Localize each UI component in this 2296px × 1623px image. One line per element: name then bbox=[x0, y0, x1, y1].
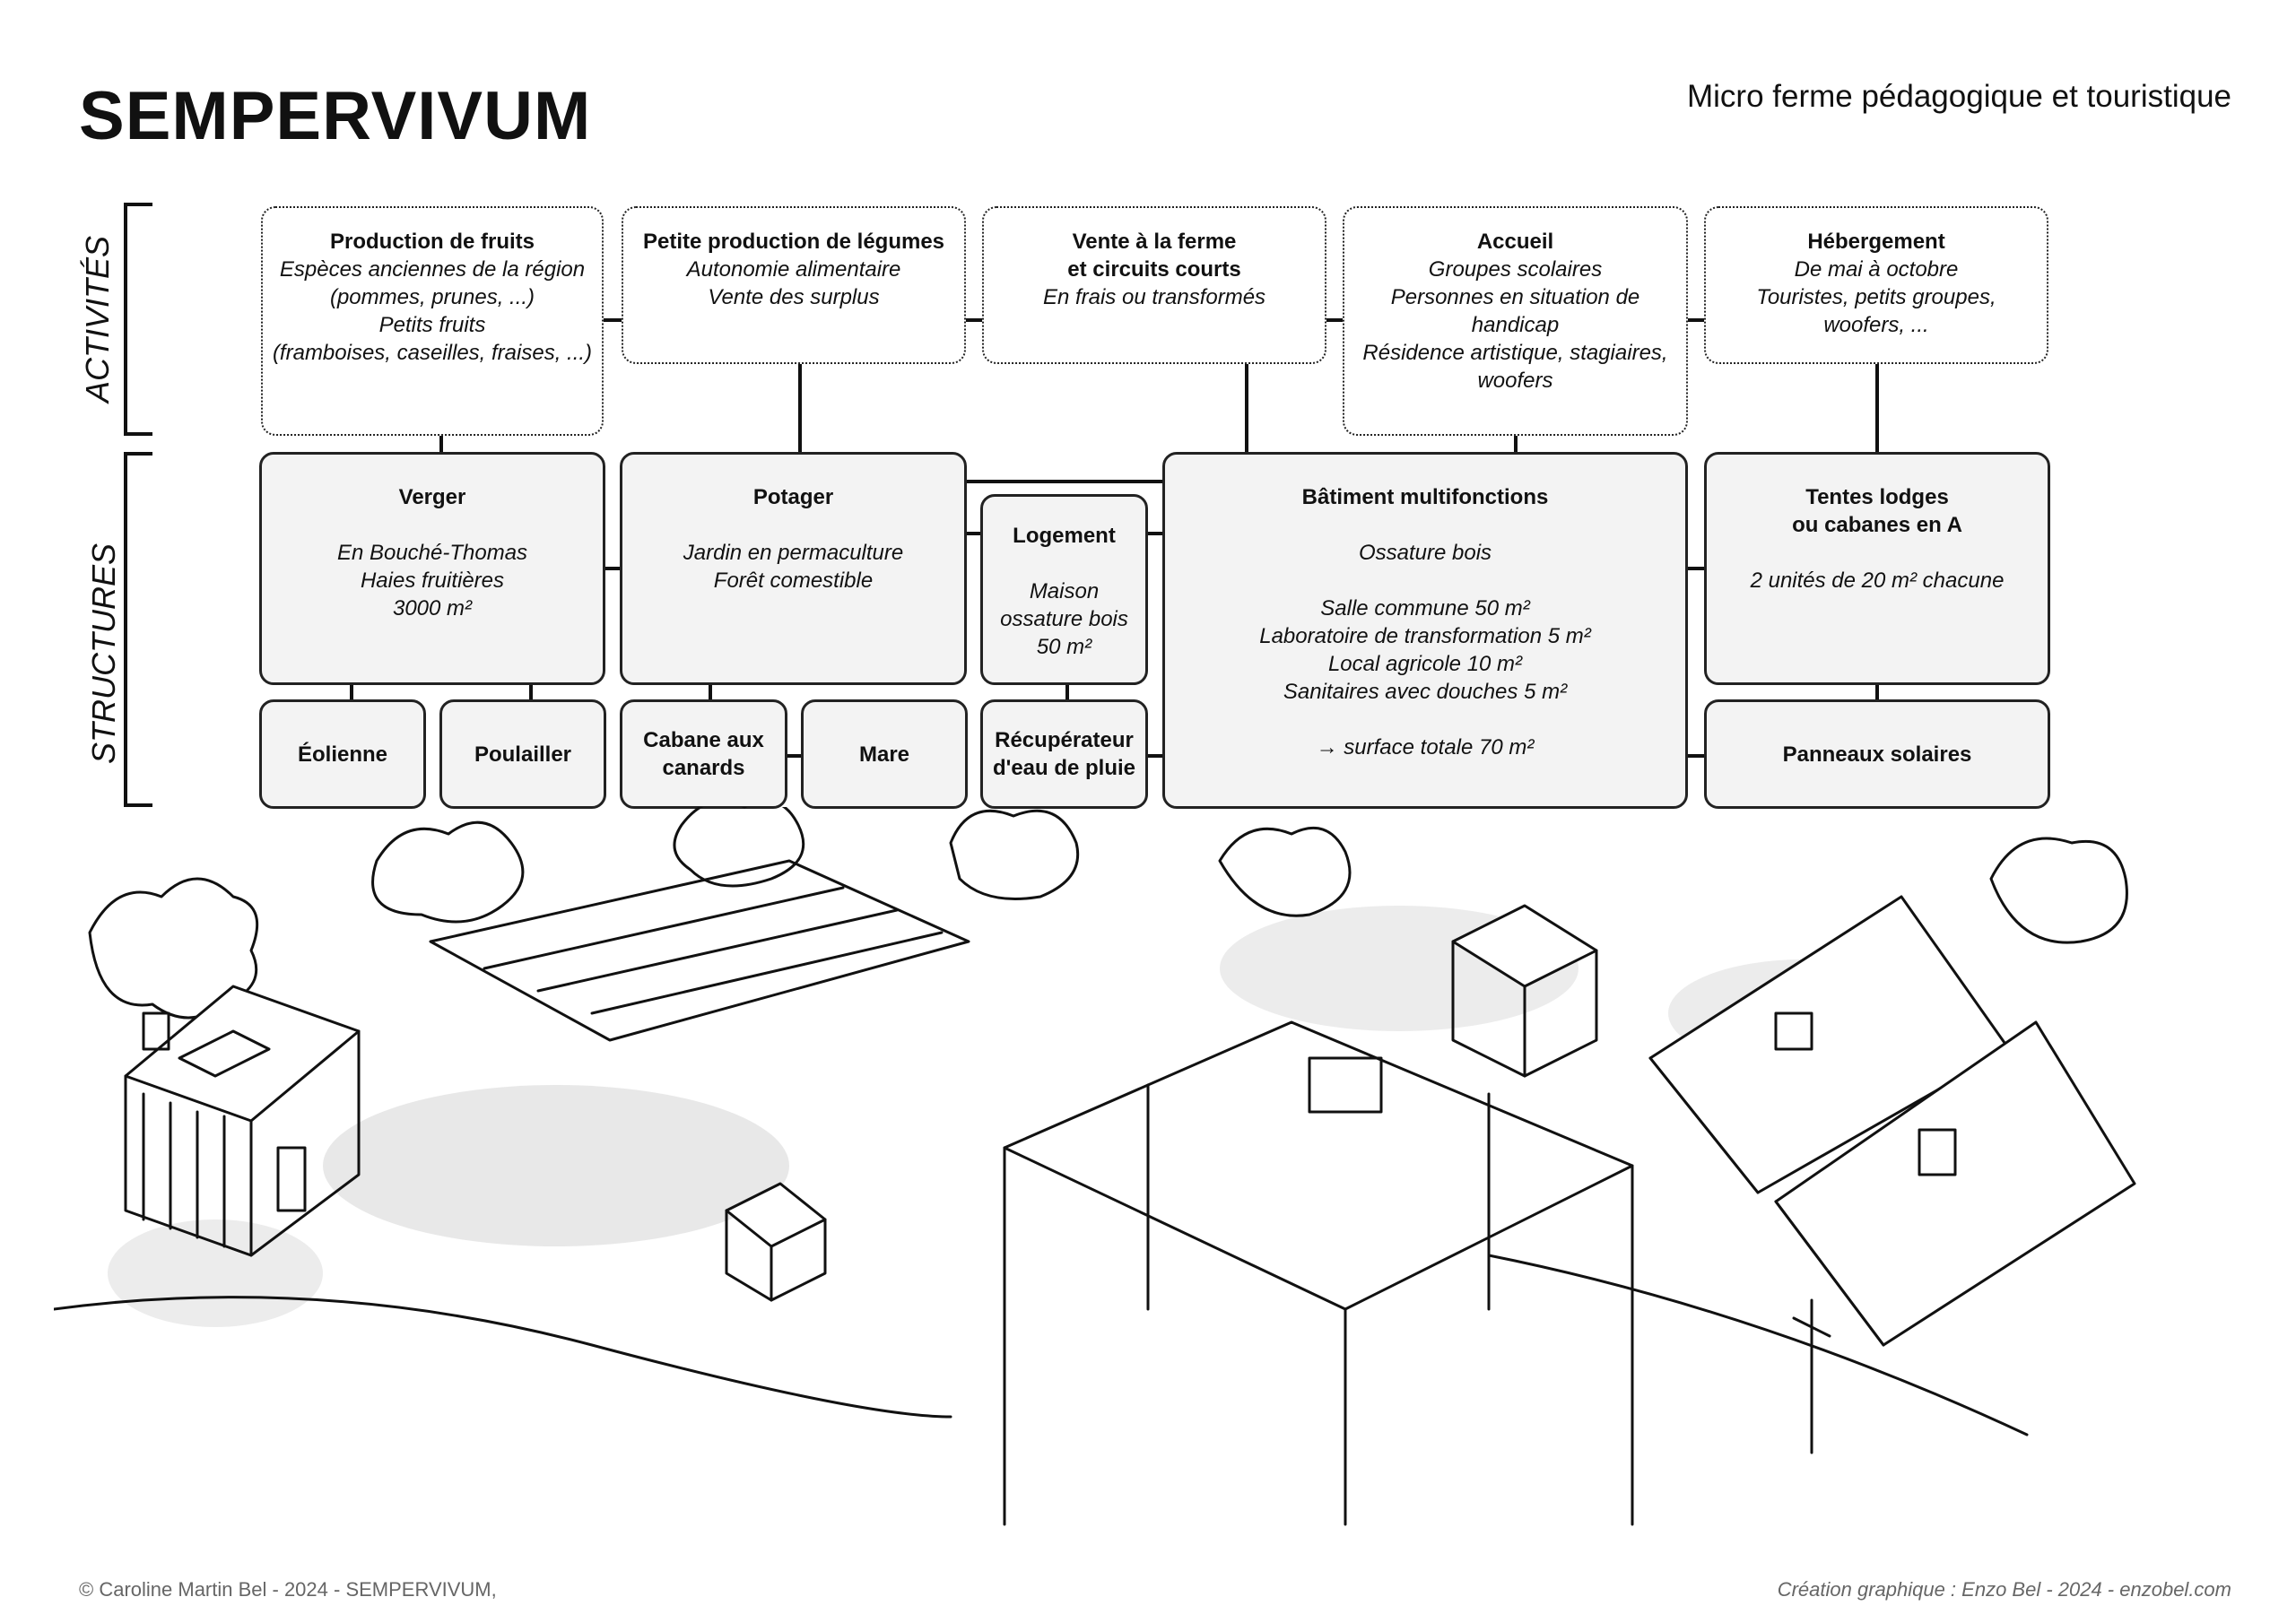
structure-title: Logement bbox=[1013, 524, 1116, 548]
structure-line: Jardin en permaculture bbox=[683, 541, 904, 565]
structure-title: Éolienne bbox=[297, 742, 388, 767]
structure-eolienne: Éolienne bbox=[259, 699, 426, 809]
activity-title-line2: et circuits courts bbox=[1067, 257, 1241, 282]
activity-title: Hébergement bbox=[1807, 230, 1945, 254]
logement-house bbox=[124, 985, 361, 1257]
batiment-multifonctions bbox=[1003, 1020, 1634, 1526]
structure-cabane-canards: Cabane aux canards bbox=[620, 699, 787, 809]
structure-title: Potager bbox=[752, 485, 834, 509]
eolienne-icon bbox=[1792, 1298, 1831, 1454]
structure-panneaux-solaires: Panneaux solaires bbox=[1704, 699, 2050, 809]
potager-garden bbox=[429, 859, 970, 1042]
activity-line: Résidence artistique, stagiaires, bbox=[1362, 341, 1668, 365]
activity-line: Touristes, petits groupes, bbox=[1756, 285, 1996, 309]
structure-title: Bâtiment multifonctions bbox=[1301, 485, 1549, 509]
activity-line: (pommes, prunes, ...) bbox=[329, 285, 535, 309]
activity-line: woofers, ... bbox=[1823, 313, 1929, 337]
farm-illustration bbox=[54, 807, 2136, 1526]
structure-line: Maison bbox=[1029, 579, 1100, 603]
structure-title: Verger bbox=[398, 485, 466, 509]
structure-line: 2 unités de 20 m² chacune bbox=[1750, 568, 2005, 593]
structure-potager: Potager Jardin en permaculture Forêt com… bbox=[620, 452, 967, 685]
cabane-a bbox=[1774, 1020, 2136, 1347]
structure-title: Poulailler bbox=[474, 742, 572, 767]
activites-bracket bbox=[124, 203, 152, 436]
activity-line: De mai à octobre bbox=[1794, 257, 1959, 282]
tree-icon bbox=[88, 807, 2128, 1020]
structure-recuperateur: Récupérateur d'eau de pluie bbox=[980, 699, 1148, 809]
credits-footer: Création graphique : Enzo Bel - 2024 - e… bbox=[1777, 1578, 2231, 1601]
structure-line: Salle commune 50 m² bbox=[1320, 596, 1530, 621]
structure-title-line2: canards bbox=[662, 756, 745, 780]
structure-title-line2: ou cabanes en A bbox=[1792, 513, 1962, 537]
structure-title: Récupérateur bbox=[995, 728, 1134, 752]
structure-line: 50 m² bbox=[1036, 635, 1092, 659]
structure-logement: Logement Maison ossature bois 50 m² bbox=[980, 494, 1148, 685]
activity-line: woofers bbox=[1477, 369, 1553, 393]
structure-poulailler: Poulailler bbox=[439, 699, 606, 809]
activity-line: (framboises, caseilles, fraises, ...) bbox=[272, 341, 593, 365]
activity-line: Espèces anciennes de la région bbox=[279, 257, 586, 282]
structure-line: Forêt comestible bbox=[713, 568, 874, 593]
activity-line: En frais ou transformés bbox=[1042, 285, 1266, 309]
page-subtitle: Micro ferme pédagogique et touristique bbox=[1686, 79, 2231, 114]
structure-verger: Verger En Bouché-Thomas Haies fruitières… bbox=[259, 452, 605, 685]
activity-line: Autonomie alimentaire bbox=[686, 257, 901, 282]
structure-line: 3000 m² bbox=[392, 596, 473, 621]
structures-bracket bbox=[124, 452, 152, 807]
activity-title: Vente à la ferme bbox=[1072, 230, 1237, 254]
structure-title-line2: d'eau de pluie bbox=[992, 756, 1136, 780]
activity-hebergement: Hébergement De mai à octobre Touristes, … bbox=[1704, 206, 2048, 364]
activity-accueil: Accueil Groupes scolaires Personnes en s… bbox=[1343, 206, 1688, 436]
activity-title: Production de fruits bbox=[330, 230, 535, 254]
activity-title: Accueil bbox=[1476, 230, 1554, 254]
activity-production-fruits: Production de fruits Espèces anciennes d… bbox=[261, 206, 604, 436]
structure-line: Local agricole 10 m² bbox=[1327, 652, 1523, 676]
copyright-footer: © Caroline Martin Bel - 2024 - SEMPERVIV… bbox=[79, 1578, 497, 1601]
structure-line: Haies fruitières bbox=[360, 568, 505, 593]
activity-line: handicap bbox=[1471, 313, 1560, 337]
structure-line: → surface totale 70 m² bbox=[1316, 735, 1535, 759]
structure-line: En Bouché-Thomas bbox=[336, 541, 528, 565]
activity-production-legumes: Petite production de légumes Autonomie a… bbox=[622, 206, 966, 364]
structure-title: Tentes lodges bbox=[1805, 485, 1949, 509]
activity-line: Groupes scolaires bbox=[1428, 257, 1603, 282]
diagram-connectors bbox=[124, 203, 1879, 807]
cabane-canards bbox=[725, 1182, 827, 1302]
structure-batiment-multifonctions: Bâtiment multifonctions Ossature bois Sa… bbox=[1162, 452, 1688, 809]
structure-mare: Mare bbox=[801, 699, 968, 809]
activity-line: Vente des surplus bbox=[708, 285, 880, 309]
structure-line: Laboratoire de transformation 5 m² bbox=[1259, 624, 1591, 648]
structure-title: Mare bbox=[858, 742, 910, 767]
structure-line: Ossature bois bbox=[1358, 541, 1492, 565]
structure-title: Panneaux solaires bbox=[1782, 742, 1972, 767]
activity-line: Personnes en situation de bbox=[1390, 285, 1640, 309]
activity-line: Petits fruits bbox=[378, 313, 486, 337]
structure-title: Cabane aux bbox=[643, 728, 764, 752]
structure-tentes-lodges: Tentes lodges ou cabanes en A 2 unités d… bbox=[1704, 452, 2050, 685]
activity-vente-ferme: Vente à la ferme et circuits courts En f… bbox=[982, 206, 1326, 364]
structure-line: Sanitaires avec douches 5 m² bbox=[1283, 680, 1568, 704]
poulailler bbox=[1451, 904, 1598, 1078]
activity-title: Petite production de légumes bbox=[642, 230, 945, 254]
page-title: SEMPERVIVUM bbox=[79, 78, 592, 154]
structure-line: ossature bois bbox=[1000, 607, 1128, 631]
